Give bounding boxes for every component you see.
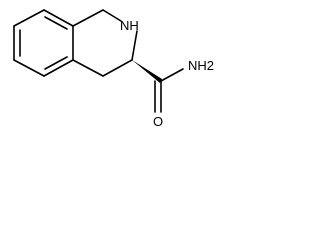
amide-group [154, 68, 184, 113]
aromatic-inner-bond [44, 56, 68, 70]
bond [43, 59, 74, 77]
piperidine-ring [72, 9, 138, 77]
bond [13, 9, 45, 27]
aromatic-inner-bond [44, 16, 68, 30]
nitrogen-label: NH [120, 18, 139, 33]
structural-formula: NH NH2 O [13, 9, 214, 129]
bond [72, 59, 104, 77]
bond [102, 59, 133, 77]
bond [160, 68, 184, 82]
benzene-ring [13, 9, 74, 77]
stereo-wedge-bond [132, 60, 162, 83]
bond [102, 9, 122, 22]
bond [43, 9, 74, 27]
bond [131, 30, 138, 61]
amine-label: NH2 [188, 58, 214, 73]
oxygen-label: O [153, 114, 163, 129]
bond [72, 9, 104, 27]
bond [13, 59, 45, 77]
